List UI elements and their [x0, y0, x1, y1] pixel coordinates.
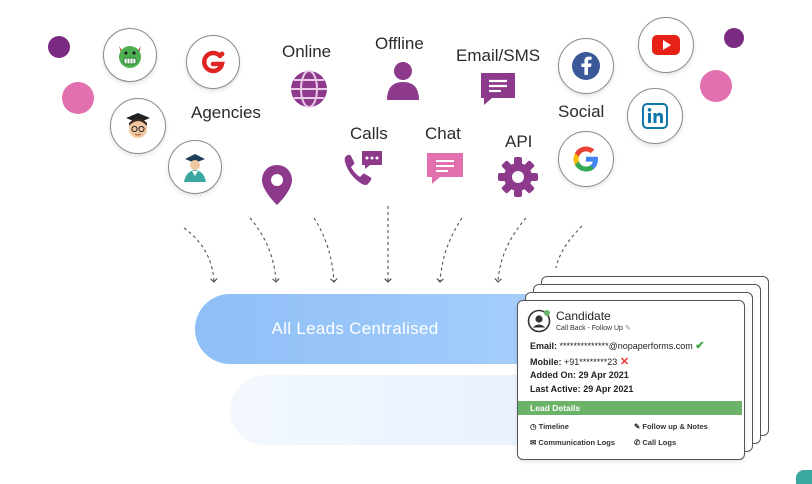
g-brand-avatar [186, 35, 240, 89]
comment-icon: ✉ [530, 438, 537, 447]
follow-up-label: Follow up & Notes [642, 422, 708, 431]
check-icon: ✔ [695, 340, 705, 352]
globe-icon [288, 68, 330, 110]
location-pin-icon [260, 163, 294, 207]
decor-dot-pink [700, 70, 732, 102]
linkedin-icon [642, 103, 668, 129]
g-brand-icon [198, 47, 228, 77]
calls-label: Calls [350, 124, 388, 143]
linkedin-avatar [627, 88, 683, 144]
facebook-avatar [558, 38, 614, 94]
flow-arrow [436, 217, 463, 283]
email-row: Email: **************@nopaperforms.com ✔ [530, 339, 704, 352]
flow-arrow [249, 217, 280, 283]
candidate-avatar-icon [527, 309, 551, 333]
decor-dot-purple [48, 36, 70, 58]
devil-avatar [103, 28, 157, 82]
decor-dot-pink [62, 82, 94, 114]
mobile-row: Mobile: +91********23 ✕ [530, 355, 629, 368]
candidate-card[interactable]: Candidate Call Back - Follow Up ✎ Email:… [517, 300, 745, 460]
edit-icon[interactable]: ✎ [624, 325, 631, 332]
timeline-label: Timeline [538, 422, 569, 431]
added-label: Added On: [530, 370, 576, 380]
youtube-avatar [638, 17, 694, 73]
agencies-label: Agencies [191, 103, 261, 122]
all-leads-label: All Leads Centralised [271, 319, 439, 338]
added-value: 29 Apr 2021 [578, 370, 629, 380]
flow-arrow [494, 217, 527, 283]
flow-arrow [183, 227, 218, 283]
message-icon [478, 70, 518, 108]
phone-chat-icon [340, 148, 386, 190]
candidate-status: Call Back - Follow Up ✎ [556, 324, 631, 332]
google-avatar [558, 131, 614, 187]
devil-icon [113, 38, 147, 72]
email-sms-label: Email/SMS [456, 46, 541, 65]
all-leads-banner: All Leads Centralised [195, 294, 575, 364]
youtube-icon [651, 34, 681, 56]
mobile-label: Mobile: [530, 357, 562, 367]
active-row: Last Active: 29 Apr 2021 [530, 384, 633, 394]
note-edit-icon: ✎ [634, 422, 641, 431]
google-icon [571, 144, 601, 174]
scholar-avatar [110, 98, 166, 154]
clock-icon: ◷ [530, 422, 537, 431]
graduate-avatar [168, 140, 222, 194]
active-label: Last Active: [530, 384, 581, 394]
communication-label: Communication Logs [538, 438, 616, 447]
facebook-icon [571, 51, 601, 81]
api-label: API [505, 132, 533, 151]
decor-dot-purple [724, 28, 744, 48]
corner-accent [796, 470, 812, 484]
email-value: **************@nopaperforms.com [559, 341, 693, 351]
active-value: 29 Apr 2021 [583, 384, 634, 394]
phone-icon: ✆ [634, 438, 641, 447]
gear-icon [496, 155, 540, 199]
candidate-name: Candidate [556, 309, 611, 323]
added-row: Added On: 29 Apr 2021 [530, 370, 629, 380]
flow-arrow [313, 217, 338, 283]
offline-label: Offline [375, 34, 424, 53]
chat-icon [424, 150, 466, 188]
online-label: Online [282, 42, 332, 61]
candidate-status-text: Call Back - Follow Up [556, 325, 623, 332]
cross-icon: ✕ [619, 356, 630, 368]
flow-arrow [555, 225, 583, 269]
lead-details-bar: Lead Details [518, 401, 742, 415]
person-icon [385, 60, 421, 102]
call-logs-label: Call Logs [642, 438, 677, 447]
timeline-link[interactable]: ◷ Timeline [530, 422, 569, 431]
call-logs-link[interactable]: ✆ Call Logs [634, 438, 676, 447]
communication-link[interactable]: ✉ Communication Logs [530, 438, 615, 447]
banner-shadow [230, 375, 560, 445]
scholar-icon [120, 108, 156, 144]
follow-up-link[interactable]: ✎ Follow up & Notes [634, 422, 708, 431]
social-label: Social [558, 102, 605, 121]
mobile-value: +91********23 [564, 357, 618, 367]
chat-label: Chat [425, 124, 461, 143]
email-label: Email: [530, 341, 558, 351]
graduate-icon [180, 150, 210, 184]
